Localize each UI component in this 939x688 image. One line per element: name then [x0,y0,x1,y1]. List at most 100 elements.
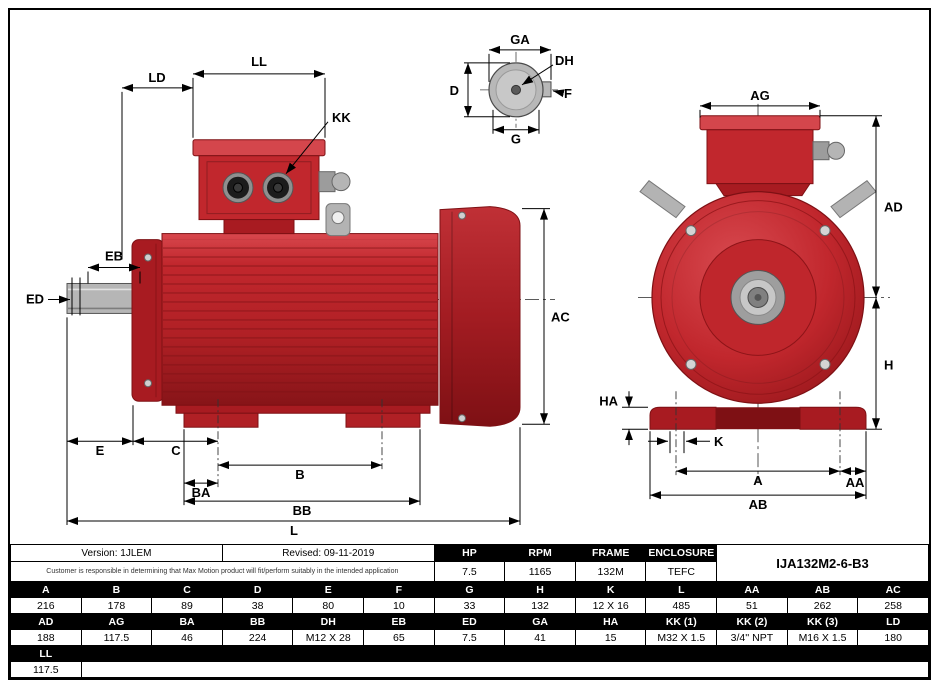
dim-value-cell: 216 [10,597,82,614]
dim-value-cell: 10 [363,597,435,614]
dim-label-ad: AD [884,200,903,215]
disclaimer-text: Customer is responsible in determining t… [10,561,435,582]
dim-header-row-2: AD AG BA BB DH EB ED GA HA KK (1) KK (2)… [10,613,929,630]
front-underbody [712,407,804,430]
dim-label-bb: BB [293,503,312,518]
dim-label-b: B [295,467,304,482]
dim-value-cell: 7.5 [433,629,506,646]
dim-value-cell: 117.5 [80,629,153,646]
dim-header-cell: AG [80,613,153,630]
dim-header-cell: D [221,581,294,598]
dim-label-ed: ED [26,291,44,306]
dim-value-row-2: 188 117.5 46 224 M12 X 28 65 7.5 41 15 M… [10,629,929,646]
frame-header: FRAME [574,544,647,562]
front-gland-base [812,141,830,161]
dim-header-cell: G [433,581,506,598]
front-terminal-box [706,129,814,185]
dim-G: G [492,109,540,147]
dim-value-cell: 180 [857,629,929,646]
dim-value-cell: 485 [645,597,718,614]
dim-HA: HA [599,391,648,446]
dim-B: B [218,461,382,482]
fan-cover-screw-bottom [458,414,466,423]
dim-A: A [676,467,840,488]
dim-value-cell: 258 [857,597,929,614]
dim-header-row-1: A B C D E F G H K L AA AB AC [10,581,929,598]
face-bolt-3 [685,358,697,370]
dim-AG: AG [699,88,821,118]
dim-AA: AA [840,467,866,490]
circle-shape [273,182,283,193]
spec-table: Version: 1JLEM Revised: 09-11-2019 HP RP… [10,544,930,678]
dim-header-cell: GA [504,613,576,630]
dim-value-cell: 3/4'' NPT [716,629,788,646]
dim-BA: BA [183,429,218,506]
dimensions-front-view: AG AD H HA K [599,88,903,512]
version-cell: Version: 1JLEM [10,544,223,562]
fan-cover [439,206,521,427]
dim-value-cell: 51 [716,597,788,614]
dim-header-row-3: LL [10,645,930,662]
hp-value: 7.5 [433,561,506,582]
terminal-box [198,155,320,221]
eyebolt-right [830,180,877,219]
dim-value-cell: 178 [80,597,153,614]
dim-header-cell: C [151,581,223,598]
technical-drawing: LL LD KK EB ED [26,32,903,538]
dim-value-cell: 33 [433,597,506,614]
rpm-value: 1165 [504,561,576,582]
dim-header-cell: L [645,581,718,598]
dim-label-d: D [450,83,459,98]
dim-value-cell: M32 X 1.5 [645,629,718,646]
dim-label-ll: LL [251,54,267,69]
dim-header-cell: ED [433,613,506,630]
dim-F: F [552,86,572,101]
dim-header-cell: HA [574,613,647,630]
cable-gland-1 [222,172,254,204]
shaft-tapped-hole [511,84,521,95]
dimensions-shaft-view: GA D G DH F [450,32,574,147]
dim-value-cell: 38 [221,597,294,614]
dim-BB: BB [184,429,421,518]
dim-value-row-1: 216 178 89 38 80 10 33 132 12 X 16 485 5… [10,597,929,614]
eyebolt-left [639,180,686,219]
dim-label-ag: AG [750,88,769,103]
dim-LD: LD [121,70,193,260]
dim-header-cell: F [363,581,435,598]
front-terminal-box-lid [699,115,821,131]
meta-row-2: Customer is responsible in determining t… [10,561,929,582]
dim-EB: EB [87,249,141,284]
dim-label-g: G [511,132,521,147]
dim-C: C [133,437,218,458]
dim-label-eb: EB [105,249,123,264]
dim-label-a: A [753,473,763,488]
dim-header-cell: E [292,581,365,598]
dim-label-h: H [884,357,893,372]
enclosure-value: TEFC [645,561,718,582]
drawing-frame: LL LD KK EB ED [8,8,931,680]
dim-header-cell: A [10,581,82,598]
dim-value-cell: 224 [221,629,294,646]
dim-LL: LL [192,54,326,138]
dim-value-row-3: 117.5 [10,661,930,678]
dim-label-f: F [564,86,572,101]
terminal-box-lid [192,139,326,157]
motor-side-view [50,139,555,488]
dim-label-k: K [714,434,724,449]
dim-ED: ED [26,277,81,316]
face-bolt-4 [819,358,831,370]
dim-value-cell: 41 [504,629,576,646]
face-bolt-2 [819,225,831,237]
dim-label-ha: HA [599,393,618,408]
revised-cell: Revised: 09-11-2019 [221,544,435,562]
lifting-lug-hole [331,211,345,225]
dim-header-cell: KK (3) [786,613,859,630]
dim-label-ab: AB [749,497,768,512]
dim-AB: AB [649,431,867,512]
dim-value-cell: 262 [786,597,859,614]
front-gland [827,141,845,160]
circle-shape [233,182,243,193]
end-bell [131,239,165,402]
foot-right [345,412,421,428]
